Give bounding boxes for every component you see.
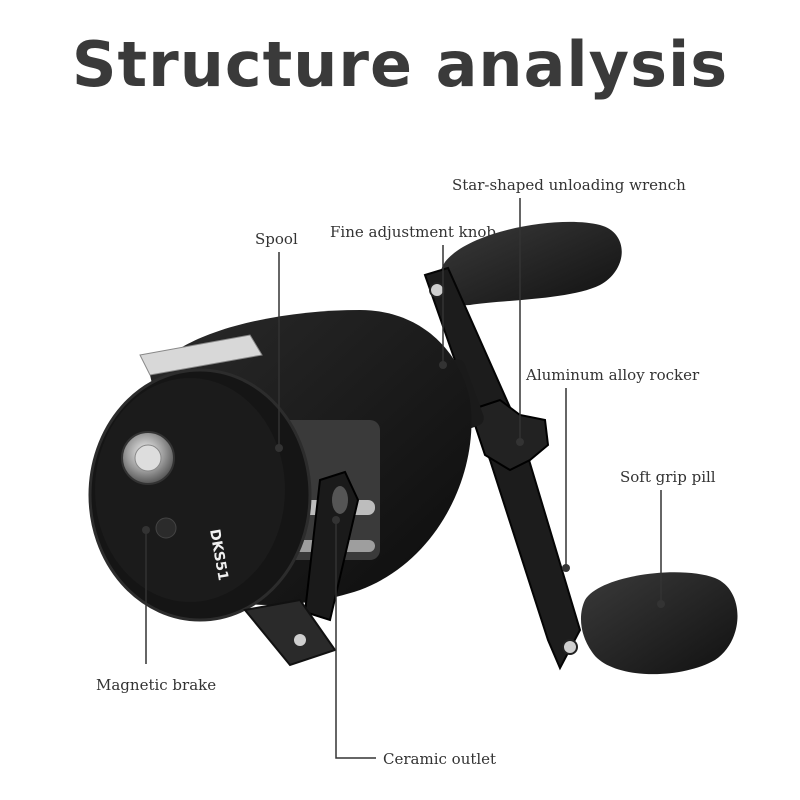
- label-star-wrench: Star-shaped unloading wrench: [452, 176, 686, 194]
- label-soft-grip: Soft grip pill: [620, 468, 716, 486]
- label-spool: Spool: [255, 230, 298, 248]
- label-magnetic-brake: Magnetic brake: [96, 676, 217, 694]
- ceramic-outlet-guide: [303, 470, 360, 622]
- label-ceramic-outlet: Ceramic outlet: [383, 750, 497, 768]
- magnetic-brake-knob: [121, 431, 175, 485]
- soft-grip-knob: [580, 572, 738, 675]
- callout-lines: [142, 198, 665, 759]
- top-handle-grip: [438, 221, 622, 306]
- reel-foot: [243, 598, 337, 667]
- label-rocker: Aluminum alloy rocker: [526, 366, 700, 384]
- callout-line-ceramic-outlet: [335, 520, 376, 759]
- page-title: Structure analysis: [71, 28, 729, 101]
- brake-dial: [155, 517, 177, 539]
- label-fine-knob: Fine adjustment knob: [330, 223, 497, 241]
- side-plate: [88, 368, 312, 622]
